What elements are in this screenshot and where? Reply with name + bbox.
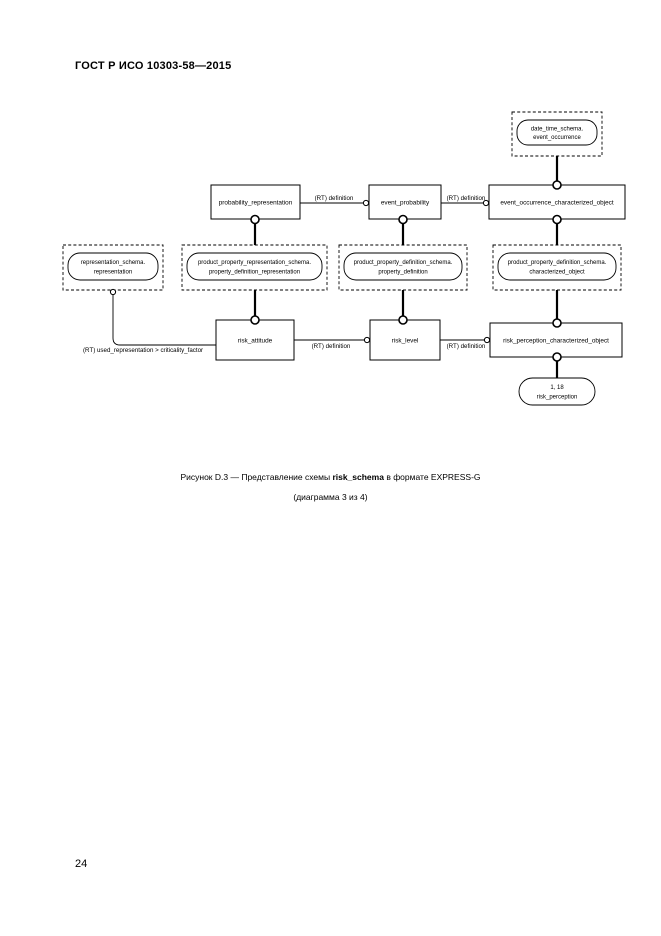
node-risk-perception-page-ref[interactable]: 1, 18 risk_perception	[518, 377, 596, 406]
node-probability-representation-label: probability_representation	[219, 200, 293, 207]
node-characterized-object-line2: characterized_object	[529, 270, 585, 276]
node-product-property-definition-schema-characterized-object[interactable]: product_property_definition_schema. char…	[492, 244, 622, 291]
node-risk-attitude[interactable]: risk_attitude	[215, 319, 295, 361]
edge-representation-to-riskattitude	[112, 290, 216, 346]
node-characterized-object-dashed-frame	[492, 244, 622, 291]
node-risk-perception-oval	[518, 377, 596, 406]
node-event-occurrence-characterized-object[interactable]: event_occurrence_characterized_object	[488, 184, 626, 220]
edge-label-riskattitude-risklevel: (RT) definition	[312, 343, 351, 350]
document-header: ГОСТ Р ИСО 10303-58—2015	[75, 60, 232, 72]
node-probability-representation[interactable]: probability_representation	[210, 184, 301, 220]
marker-riskattitude-top	[250, 315, 260, 325]
node-date-time-schema-line1: date_time_schema.	[531, 127, 584, 133]
node-risk-perception-characterized-object[interactable]: risk_perception_characterized_object	[489, 322, 623, 358]
node-date-time-schema-dashed-frame	[511, 111, 603, 157]
edge-label-eventprob-eventocc: (RT) definition	[447, 195, 486, 202]
node-product-property-representation-schema-rounded-box	[186, 252, 323, 281]
edge-label-risklevel-riskpercobj: (RT) definition	[447, 343, 486, 350]
marker-eventocc-bottom	[552, 214, 562, 225]
node-representation-schema-line1: representation_schema.	[81, 260, 146, 266]
page-number: 24	[75, 858, 88, 870]
marker-probrep-bottom	[250, 214, 260, 225]
node-event-occurrence-characterized-object-box	[488, 184, 626, 220]
edge-label-representation-riskattitude: (RT) used_representation > criticality_f…	[83, 347, 203, 354]
node-property-definition-dashed-frame	[338, 244, 468, 291]
node-representation-schema[interactable]: representation_schema. representation	[62, 244, 164, 291]
node-product-property-representation-schema-line2: property_definition_representation	[209, 270, 300, 276]
figure-caption-prefix: Рисунок D.3 — Представление схемы	[180, 472, 333, 482]
node-date-time-schema-rounded-box	[516, 119, 598, 146]
node-risk-perception-page-numbers: 1, 18	[550, 385, 564, 391]
node-event-occurrence-characterized-object-label: event_occurrence_characterized_object	[500, 200, 614, 207]
node-risk-level[interactable]: risk_level	[369, 319, 441, 361]
node-date-time-schema-line2: event_occurrence	[533, 135, 581, 141]
figure-express-g-diagram: date_time_schema. event_occurrence proba…	[0, 95, 661, 425]
figure-caption-schema-name: risk_schema	[332, 472, 384, 482]
node-risk-perception-characterized-object-box	[489, 322, 623, 358]
node-property-definition-line2: property_definition	[378, 270, 427, 276]
node-product-property-representation-schema-dashed-frame	[181, 244, 328, 291]
node-risk-perception-label: risk_perception	[537, 395, 578, 401]
marker-risklevel-top	[398, 315, 408, 325]
figure-caption-suffix: в формате EXPRESS-G	[383, 472, 481, 482]
node-event-probability[interactable]: event_probability	[368, 184, 442, 220]
node-probability-representation-box	[210, 184, 301, 220]
marker-eventocc-left	[482, 199, 490, 207]
marker-eventprob-left	[362, 199, 370, 207]
figure-caption-line2: (диаграмма 3 из 4)	[293, 492, 368, 502]
node-risk-level-label: risk_level	[392, 338, 419, 345]
edge-label-probrep-eventprob: (RT) definition	[315, 195, 354, 202]
marker-riskpercobj-top	[552, 318, 562, 328]
node-representation-schema-rounded-box	[67, 252, 159, 281]
node-event-probability-label: event_probability	[381, 200, 430, 207]
node-property-definition-line1: product_property_definition_schema.	[354, 260, 453, 266]
node-product-property-representation-schema[interactable]: product_property_representation_schema. …	[181, 244, 328, 291]
node-product-property-representation-schema-line1: product_property_representation_schema.	[198, 260, 311, 266]
marker-representation-bottom	[109, 288, 117, 296]
marker-eventprob-bottom	[398, 214, 408, 225]
node-product-property-definition-schema-property-definition[interactable]: product_property_definition_schema. prop…	[338, 244, 468, 291]
node-representation-schema-line2: representation	[94, 270, 132, 276]
node-characterized-object-rounded-box	[497, 252, 617, 281]
marker-risklevel-left	[363, 336, 371, 344]
figure-caption: Рисунок D.3 — Представление схемы risk_s…	[0, 472, 661, 483]
marker-riskpercobj-bottom	[552, 352, 562, 362]
node-characterized-object-line1: product_property_definition_schema.	[508, 260, 607, 266]
node-risk-perception-characterized-object-label: risk_perception_characterized_object	[503, 338, 609, 345]
node-risk-attitude-label: risk_attitude	[238, 338, 273, 345]
node-date-time-schema[interactable]: date_time_schema. event_occurrence	[511, 111, 603, 157]
marker-eventocc-top	[552, 180, 562, 190]
node-property-definition-rounded-box	[343, 252, 463, 281]
marker-riskpercobj-left	[483, 336, 491, 344]
